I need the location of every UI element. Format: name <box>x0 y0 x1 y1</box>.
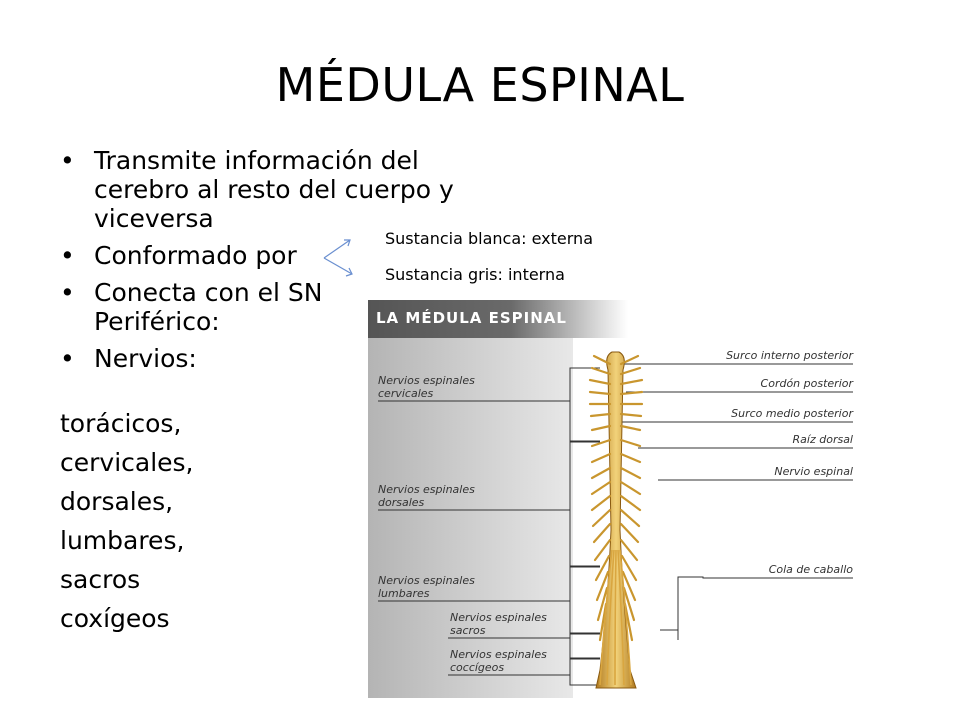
label-dorsales: Nervios espinales dorsales <box>378 483 475 509</box>
label-raiz-dorsal: Raíz dorsal <box>792 433 853 446</box>
nerve-list-item: cervicales, <box>60 448 194 477</box>
label-line: cervicales <box>378 387 434 400</box>
label-line: Nervios espinales <box>450 648 547 661</box>
label-line: Nervios espinales <box>450 611 547 624</box>
figure-header: LA MÉDULA ESPINAL <box>376 309 567 327</box>
bullet-conformado: Conformado por <box>60 241 480 270</box>
label-nervio-espinal: Nervio espinal <box>774 465 853 478</box>
label-line: sacros <box>450 624 486 637</box>
bullet-list: Transmite información del cerebro al res… <box>60 146 480 381</box>
label-surco-medio-posterior: Surco medio posterior <box>731 407 853 420</box>
nerve-list-item: dorsales, <box>60 487 174 516</box>
label-coccigeos: Nervios espinales coccígeos <box>450 648 547 674</box>
slide-title: MÉDULA ESPINAL <box>275 58 685 112</box>
bullet-nervios: Nervios: <box>60 344 480 373</box>
nerve-list-item: torácicos, <box>60 409 182 438</box>
nerve-list-item: coxígeos <box>60 604 170 633</box>
label-line: Nervios espinales <box>378 483 475 496</box>
label-line: lumbares <box>378 587 430 600</box>
nerve-list-item: sacros <box>60 565 141 594</box>
label-cervicales: Nervios espinales cervicales <box>378 374 475 400</box>
nerve-list-item: lumbares, <box>60 526 185 555</box>
label-line: coccígeos <box>450 661 505 674</box>
label-cola-de-caballo: Cola de caballo <box>768 563 853 576</box>
branch-arrow-icon <box>323 239 353 277</box>
bullet-transmite: Transmite información del cerebro al res… <box>60 146 464 233</box>
label-surco-interno-posterior: Surco interno posterior <box>726 349 853 362</box>
label-lumbares: Nervios espinales lumbares <box>378 574 475 600</box>
label-sacros: Nervios espinales sacros <box>450 611 547 637</box>
label-line: dorsales <box>378 496 425 509</box>
label-line: Nervios espinales <box>378 374 475 387</box>
sustancia-gris: Sustancia gris: interna <box>385 265 565 284</box>
label-line: Nervios espinales <box>378 574 475 587</box>
bullet-conecta: Conecta con el SN Periférico: <box>60 278 364 336</box>
sustancia-blanca: Sustancia blanca: externa <box>385 229 593 248</box>
spinal-cord-figure: LA MÉDULA ESPINAL Nervios espinales cerv… <box>368 300 863 698</box>
label-cordon-posterior: Cordón posterior <box>760 377 853 390</box>
spinal-cord-illustration <box>368 300 853 698</box>
nerve-list: torácicos, cervicales, dorsales, lumbare… <box>60 404 194 638</box>
